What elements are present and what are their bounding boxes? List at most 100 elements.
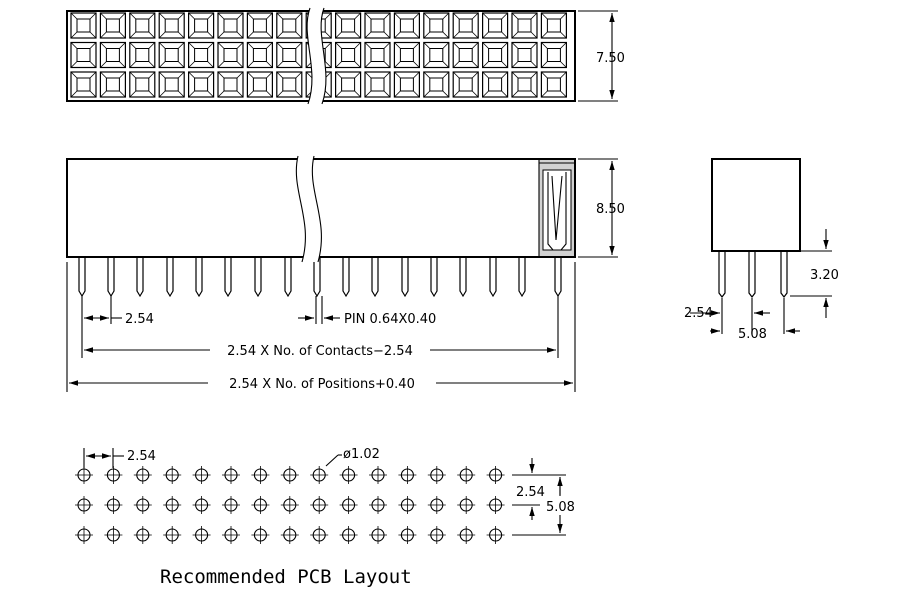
pcb-hole: [251, 496, 270, 514]
contact-cell: [70, 71, 97, 98]
pcb-hole: [192, 526, 211, 544]
dim-pcb-hole: ø1.02: [343, 447, 380, 462]
pin: [430, 257, 438, 298]
pin: [459, 257, 467, 298]
dim-pcb-row-span: 5.08: [546, 500, 575, 515]
pcb-hole: [486, 496, 505, 514]
contact-cell: [423, 12, 450, 39]
contact-cell: [158, 12, 185, 39]
dim-side-row-span: 5.08: [738, 327, 767, 342]
pcb-hole: [427, 466, 446, 484]
pcb-hole: [339, 496, 358, 514]
dim-body-height: 8.50: [596, 202, 625, 217]
pcb-hole: [457, 526, 476, 544]
pin: [107, 257, 115, 298]
pin-row: [78, 257, 562, 298]
top-view: 7.50: [66, 7, 625, 105]
dim-side-pin-length: 3.20: [810, 268, 839, 283]
pcb-hole: [163, 466, 182, 484]
dim-contacts-length: 2.54 X No. of Contacts−2.54: [227, 344, 413, 359]
contact-cell: [364, 12, 391, 39]
contact-cell: [364, 41, 391, 69]
pcb-hole: [251, 526, 270, 544]
pcb-hole: [486, 466, 505, 484]
pcb-hole: [398, 496, 417, 514]
contact-cell: [393, 71, 420, 98]
pcb-hole: [398, 466, 417, 484]
contact-cell: [188, 41, 215, 69]
side-pin: [748, 251, 756, 298]
pcb-hole: [310, 526, 329, 544]
dim-side-pitch: 2.54: [684, 306, 713, 321]
pcb-hole: [192, 466, 211, 484]
pin: [224, 257, 232, 298]
contact-cell: [511, 12, 538, 39]
pcb-hole: [222, 496, 240, 514]
pin: [78, 257, 86, 298]
contact-cell: [452, 12, 479, 39]
side-pins: [718, 251, 788, 298]
contact-cell: [158, 41, 185, 69]
pcb-layout: 2.54 ø1.02 2.54 5.08 Recommended PCB Lay…: [75, 447, 575, 588]
contact-cell: [246, 12, 273, 39]
pcb-hole: [398, 526, 417, 544]
pcb-hole: [251, 466, 270, 484]
pcb-hole: [427, 496, 446, 514]
contact-cell: [99, 41, 127, 69]
pcb-hole: [339, 466, 358, 484]
contact-cell: [188, 12, 215, 39]
pin: [518, 257, 526, 298]
side-pin: [780, 251, 788, 298]
contact-cell: [423, 41, 450, 69]
dim-pcb-pitch: 2.54: [127, 449, 156, 464]
contact-cell: [276, 41, 303, 69]
pcb-hole: [280, 496, 299, 514]
pcb-hole: [104, 526, 123, 544]
pcb-hole: [280, 466, 299, 484]
pcb-hole: [133, 496, 152, 514]
pin: [489, 257, 497, 298]
side-pin: [718, 251, 726, 298]
dim-positions-length: 2.54 X No. of Positions+0.40: [229, 377, 415, 392]
contact-cell: [452, 71, 479, 98]
contact-cell: [482, 71, 509, 98]
contact-cell: [217, 71, 244, 98]
pcb-hole: [222, 466, 240, 484]
dim-pcb-row-pitch: 2.54: [516, 485, 545, 500]
contact-cell: [364, 71, 391, 98]
contact-cell: [129, 71, 156, 98]
contact-cell: [511, 41, 538, 69]
contact-cell: [217, 12, 244, 39]
pcb-hole: [75, 496, 93, 514]
pcb-hole: [75, 466, 93, 484]
pcb-hole: [427, 526, 446, 544]
contact-cell: [335, 71, 362, 98]
contact-cell: [540, 12, 568, 39]
contact-cell: [246, 41, 273, 69]
pin: [554, 257, 562, 298]
contact-cell: [99, 12, 127, 39]
pcb-hole: [369, 526, 387, 544]
pcb-hole: [457, 466, 476, 484]
contact-cell: [335, 41, 362, 69]
pcb-hole: [104, 466, 123, 484]
pin: [371, 257, 379, 298]
contact-cell: [188, 71, 215, 98]
contact-cell: [158, 71, 185, 98]
pin: [284, 257, 292, 298]
pcb-hole: [163, 526, 182, 544]
contact-cell: [70, 12, 97, 39]
contact-cell: [482, 12, 509, 39]
dim-top-height: 7.50: [596, 51, 625, 66]
contact-cell: [393, 12, 420, 39]
pcb-hole: [133, 526, 152, 544]
pin: [254, 257, 262, 298]
contact-cell-grid: [70, 12, 568, 98]
dim-pin-size: PIN 0.64X0.40: [344, 312, 436, 327]
contact-cell: [423, 71, 450, 98]
pcb-caption: Recommended PCB Layout: [160, 566, 412, 588]
pin: [166, 257, 174, 298]
pcb-hole: [192, 496, 211, 514]
contact-cell: [99, 71, 127, 98]
pcb-hole-grid: [75, 466, 505, 544]
